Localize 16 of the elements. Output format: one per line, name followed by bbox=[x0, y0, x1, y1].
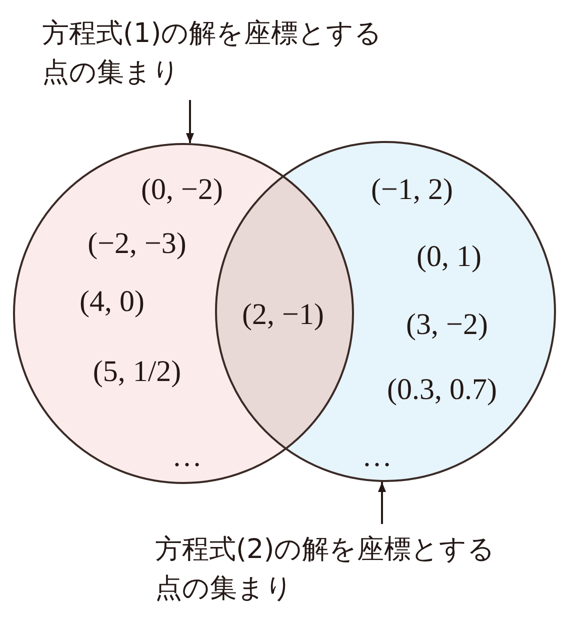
set-caption: 方程式(2)の解を座標とする点の集まり bbox=[155, 530, 515, 608]
coordinate-pair: (2, −1) bbox=[242, 298, 324, 332]
coordinate-pair: (0.3, 0.7) bbox=[387, 373, 497, 407]
coordinate-pair: (4, 0) bbox=[80, 285, 144, 319]
coordinate-pair: (3, −2) bbox=[406, 308, 488, 342]
coordinate-pair: (0, −2) bbox=[141, 173, 223, 207]
set-caption: 方程式(1)の解を座標とする点の集まり bbox=[42, 14, 402, 92]
set-circle bbox=[13, 143, 354, 484]
arrow bbox=[378, 482, 386, 524]
coordinate-pair: … bbox=[362, 440, 392, 474]
arrow bbox=[186, 100, 194, 144]
coordinate-pair: (−2, −3) bbox=[88, 227, 186, 261]
coordinate-pair: (0, 1) bbox=[416, 240, 482, 274]
coordinate-pair: (−1, 2) bbox=[371, 173, 453, 207]
coordinate-pair: … bbox=[172, 440, 202, 474]
coordinate-pair: (5, 1/2) bbox=[92, 355, 182, 389]
